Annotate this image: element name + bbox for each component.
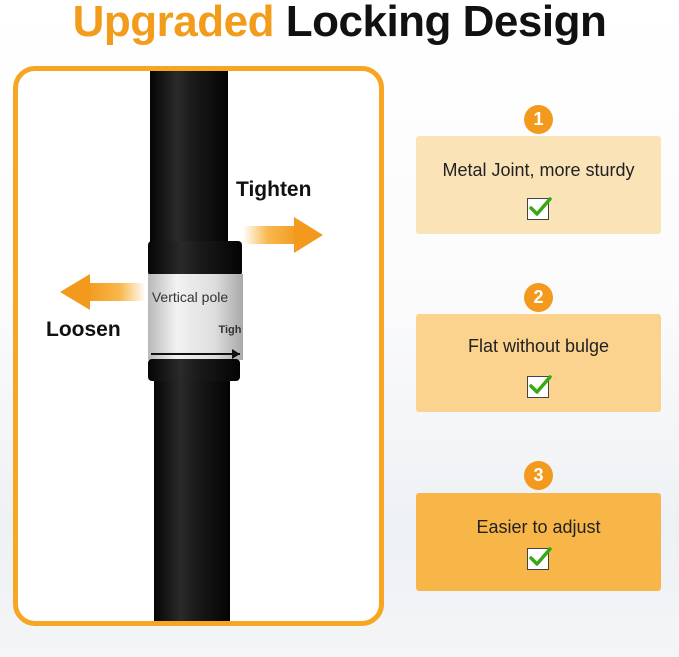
feature-1-label: Metal Joint, more sturdy [442,160,635,180]
title-accent: Upgraded [72,0,275,46]
title-rest: Locking Design [285,0,607,46]
feature-1-number-badge: 1 [524,105,553,134]
feature-2-label: Flat without bulge [467,336,610,356]
feature-2-checkbox-icon [526,375,552,398]
feature-3-checkbox-icon [526,547,552,570]
tighten-label: Tighten [236,178,312,201]
page-title: Upgraded Locking Design [0,0,679,44]
loosen-arrow-icon [60,274,146,310]
feature-3-label: Easier to adjust [476,517,601,537]
feature-2-card: Flat without bulge [416,314,661,412]
tighten-arrow-icon [243,217,323,253]
product-photo-frame: Vertical pole Tigh [13,66,384,626]
feature-3-number-badge: 3 [524,461,553,490]
feature-1-checkbox-icon [526,197,552,220]
feature-2-number-badge: 2 [524,283,553,312]
feature-3-card: Easier to adjust [416,493,661,591]
feature-1-card: Metal Joint, more sturdy [416,136,661,234]
collar-text-bottom: Tigh [218,324,241,336]
collar-text-top: Vertical pole [152,289,228,305]
loosen-label: Loosen [46,318,121,341]
pole-photo: Vertical pole Tigh [60,71,323,621]
